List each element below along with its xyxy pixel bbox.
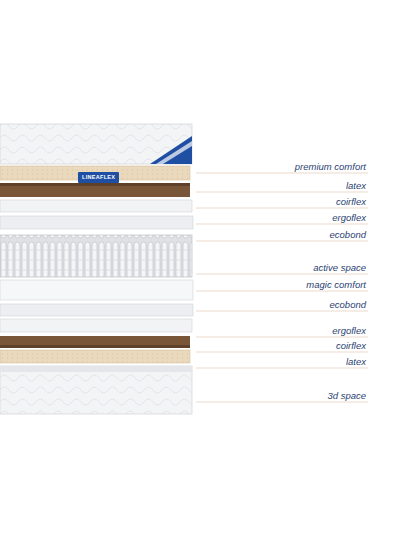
layer-label: 3d space: [327, 390, 366, 401]
layer-label: latex: [346, 356, 366, 367]
layer-label: magic comfort: [306, 279, 366, 290]
layer-label: active space: [313, 262, 366, 273]
layer-label: ecobond: [330, 229, 366, 240]
leader-lines: [196, 173, 368, 402]
layer-label: ergoflex: [332, 212, 366, 223]
layer-label: coirflex: [336, 196, 366, 207]
layer-label: ecobond: [330, 299, 366, 310]
brand-tag: LINEAFLEX: [78, 172, 119, 183]
layer-label: ergoflex: [332, 325, 366, 336]
layer-label: coirflex: [336, 340, 366, 351]
layer-label: premium comfort: [295, 161, 366, 172]
layer-label: latex: [346, 180, 366, 191]
